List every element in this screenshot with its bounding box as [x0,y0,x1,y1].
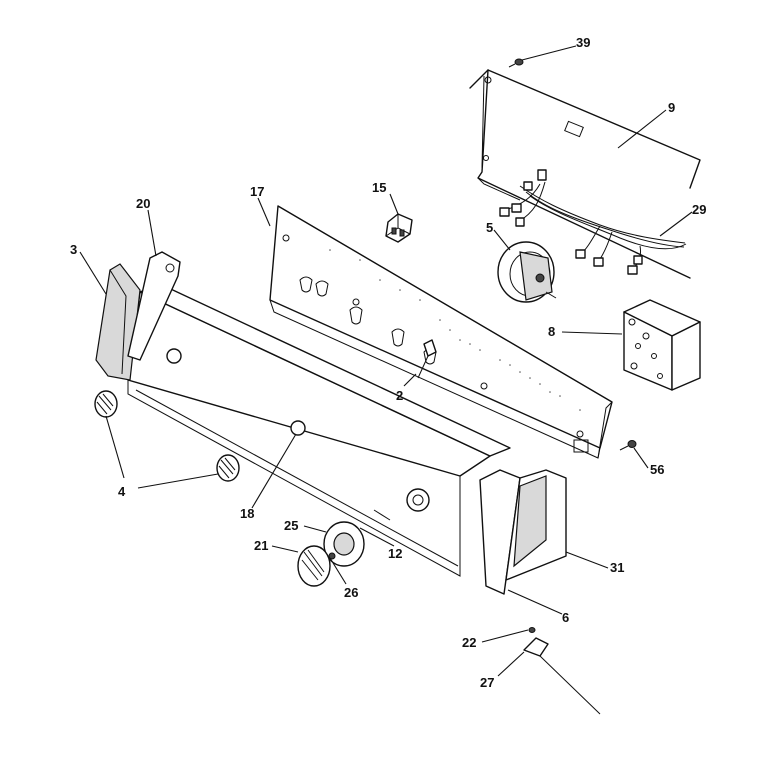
leader-17 [257,197,271,227]
part-knob-lower [216,454,240,482]
leader-4a [105,415,125,479]
part-screw-39 [508,58,524,68]
leader-22 [481,629,529,643]
leader-25 [303,525,327,533]
part-left-bracket [127,251,181,361]
callout-29: 29 [692,202,706,217]
leader-29 [659,211,693,237]
leader-18 [251,433,297,509]
callout-2: 2 [396,388,403,403]
leader-12 [359,527,395,547]
part-control-backplate [269,205,613,459]
leader-39 [521,45,577,61]
part-module-box-8 [623,299,701,391]
part-screw-56 [619,440,637,451]
part-timer-5 [497,241,557,303]
callout-12: 12 [388,546,402,561]
leader-20 [147,209,157,257]
callout-6: 6 [562,610,569,625]
callout-56: 56 [650,462,664,477]
part-rear-panel [469,69,701,279]
leader-31 [565,551,609,569]
leader-56 [633,447,649,469]
callout-25: 25 [284,518,298,533]
callout-17: 17 [250,184,264,199]
callout-8: 8 [548,324,555,339]
part-knob-upper [94,390,118,418]
part-knob-21 [297,545,331,587]
leader-2 [403,373,417,387]
part-screw-22 [528,627,536,633]
callout-21: 21 [254,538,268,553]
callout-31: 31 [610,560,624,575]
backplate-texture [329,249,581,411]
leader-lines [79,45,693,677]
callout-4: 4 [118,484,126,499]
callout-9: 9 [668,100,675,115]
part-clip-27 [523,637,601,715]
leader-4b [137,473,219,489]
leader-26 [329,557,347,585]
leader-5 [493,229,511,251]
leader-8 [561,331,623,335]
callout-39: 39 [576,35,590,50]
part-clip-26 [328,552,336,560]
callout-26: 26 [344,585,358,600]
callout-15: 15 [372,180,386,195]
callout-18: 18 [240,506,254,521]
part-bracket-2 [417,339,437,379]
part-wire-harness [499,169,687,275]
callout-22: 22 [462,635,476,650]
callout-labels: 39 9 29 15 17 20 3 5 8 2 56 4 18 25 21 1… [70,35,706,690]
part-right-bracket [505,469,567,581]
part-dial-25 [323,521,365,567]
callout-3: 3 [70,242,77,257]
callout-20: 20 [136,196,150,211]
leader-6 [507,589,563,615]
leader-15 [389,193,399,215]
callout-5: 5 [486,220,493,235]
leader-27 [497,651,525,677]
leader-9 [617,109,667,149]
part-switch-15 [385,213,413,243]
callout-27: 27 [480,675,494,690]
leader-3 [79,251,107,295]
leader-21 [271,545,299,553]
